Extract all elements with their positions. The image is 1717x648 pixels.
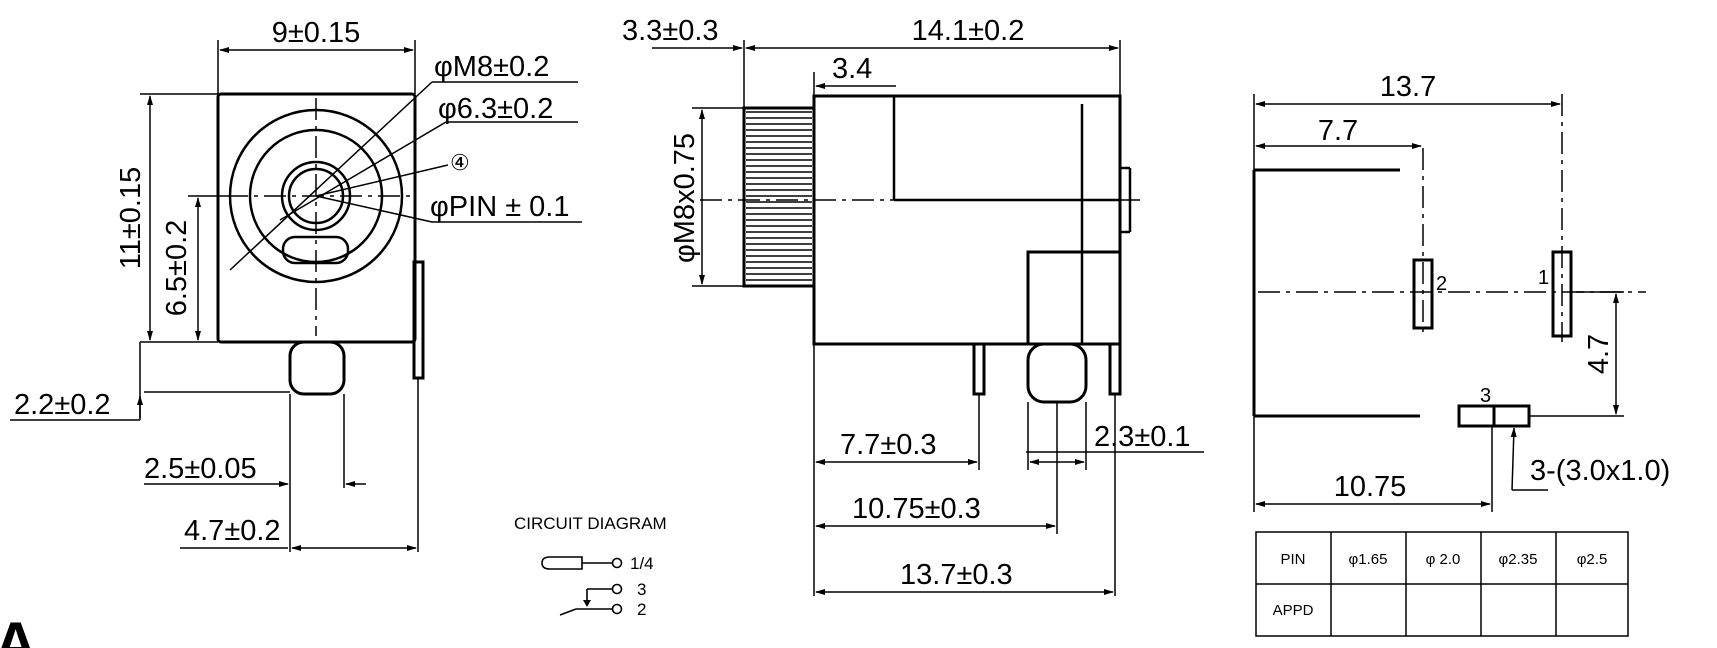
dim-width: 9±0.15 <box>272 17 361 49</box>
front-side-terminal <box>412 260 425 380</box>
dim-thread-length: 3.3±0.3 <box>622 15 719 47</box>
pin-callout: ④ <box>450 150 470 175</box>
dim-bottom-offset: 2.2±0.2 <box>14 389 111 421</box>
circuit-pin-14: 1/4 <box>630 554 654 573</box>
thread-hatch <box>746 111 812 281</box>
side-view: 3.3±0.3 14.1±0.2 3.4 φM8x0.75 7.7±0.3 2.… <box>622 15 1204 596</box>
dim-pin-offset: 4.7±0.2 <box>184 515 281 547</box>
side-inner-step <box>1026 250 1122 346</box>
dim-pin-width: 2.5±0.05 <box>144 453 257 485</box>
circuit-pin-2: 2 <box>637 600 646 619</box>
side-pin-2 <box>1026 342 1088 404</box>
pcb-slot-label: 3-(3.0x1.0) <box>1530 455 1670 487</box>
dim-pin-thickness: 2.3±0.1 <box>1094 421 1191 453</box>
pcb-dim-overall: 13.7 <box>1380 71 1436 103</box>
side-thread-body <box>742 106 816 288</box>
circuit-pin-3: 3 <box>637 580 646 599</box>
dim-pin2-pos: 10.75±0.3 <box>852 493 981 525</box>
dim-body-length: 14.1±0.2 <box>912 15 1025 47</box>
pcb-layout: 13.7 7.7 4.7 10.75 3-(3.0x1.0) 1 2 3 <box>1252 71 1670 512</box>
dim-center-height: 6.5±0.2 <box>161 220 193 317</box>
dim-thread-label: φM8x0.75 <box>669 133 701 263</box>
dim-pin1-pos: 7.7±0.3 <box>840 429 937 461</box>
pcb-dim-pin3x: 10.75 <box>1334 471 1407 503</box>
table-header-4: φ2.5 <box>1577 551 1608 568</box>
corner-letter: A <box>0 610 37 648</box>
side-pin-3 <box>1108 342 1122 396</box>
side-pin-1 <box>972 342 986 396</box>
table-header-pin: PIN <box>1280 551 1305 568</box>
dim-pin-diameter: φPIN ± 0.1 <box>430 191 570 223</box>
appd-table: PIN φ1.65 φ 2.0 φ2.35 φ2.5 APPD <box>1255 531 1629 637</box>
dim-pin3-pos: 13.7±0.3 <box>900 559 1013 591</box>
table-row-label: APPD <box>1273 602 1314 619</box>
table-header-1: φ1.65 <box>1349 551 1388 568</box>
dim-bore: φ6.3±0.2 <box>438 93 553 125</box>
pcb-pin-number-3: 3 <box>1480 385 1491 407</box>
pcb-dim-pin3y: 4.7 <box>1583 334 1615 374</box>
dim-thread: φM8±0.2 <box>434 51 549 83</box>
front-bottom-pin <box>288 340 346 396</box>
pcb-dim-pin2: 7.7 <box>1318 115 1358 147</box>
circuit-title: CIRCUIT DIAGRAM <box>514 514 667 533</box>
table-header-3: φ2.35 <box>1499 551 1538 568</box>
dim-collar: 3.4 <box>832 53 872 85</box>
dim-height: 11±0.15 <box>115 167 147 269</box>
pcb-pin-number-2: 2 <box>1436 273 1447 295</box>
side-main-body <box>812 94 1122 346</box>
table-header-2: φ 2.0 <box>1426 551 1461 568</box>
front-view: 9±0.15 11±0.15 6.5±0.2 φM8±0.2 φ6.3±0.2 … <box>10 17 582 552</box>
pcb-pin-number-1: 1 <box>1538 267 1549 289</box>
circuit-diagram: CIRCUIT DIAGRAM 1/4 3 2 <box>514 514 667 619</box>
